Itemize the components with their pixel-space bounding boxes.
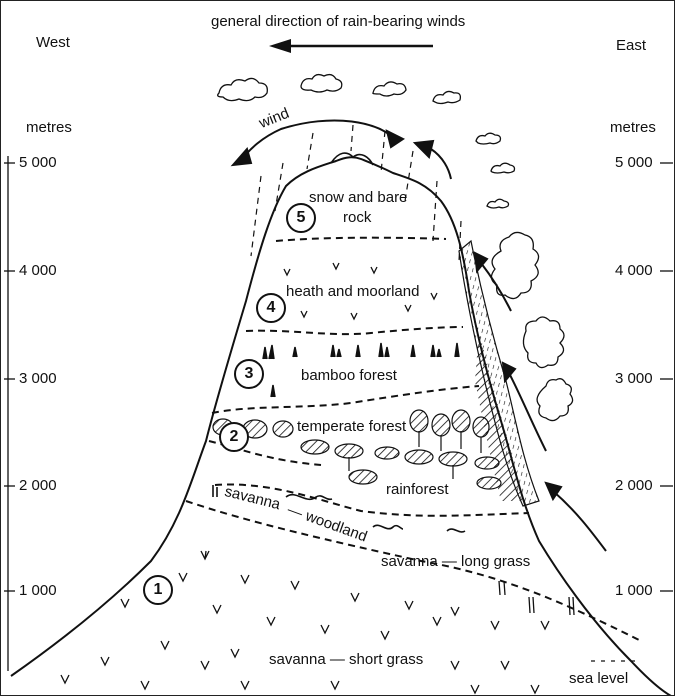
left-tick-3000: 3 000 bbox=[19, 370, 57, 387]
savanna-short-grass-label: savanna — short grass bbox=[269, 651, 423, 668]
savanna-long-grass-label: savanna — long grass bbox=[381, 553, 530, 570]
zone-2-marker: 2 bbox=[219, 422, 249, 452]
left-axis bbox=[4, 156, 15, 671]
right-tick-5000: 5 000 bbox=[615, 154, 653, 171]
rain-wind-arrow bbox=[269, 39, 433, 53]
sea-level-label: sea level bbox=[569, 670, 628, 687]
zone-4-label: heath and moorland bbox=[286, 283, 419, 300]
right-axis-unit: metres bbox=[610, 119, 656, 136]
zone-5-label-line1: snow and bare bbox=[309, 189, 407, 206]
left-tick-4000: 4 000 bbox=[19, 262, 57, 279]
zone-2-label: temperate forest bbox=[297, 418, 406, 435]
left-axis-unit: metres bbox=[26, 119, 72, 136]
left-tick-1000: 1 000 bbox=[19, 582, 57, 599]
summit bbox=[331, 153, 373, 165]
zone-5-marker: 5 bbox=[286, 203, 316, 233]
zone-3-label: bamboo forest bbox=[301, 367, 397, 384]
zone-1-marker: 1 bbox=[143, 575, 173, 605]
right-tick-3000: 3 000 bbox=[615, 370, 653, 387]
right-tick-1000: 1 000 bbox=[615, 582, 653, 599]
west-label: West bbox=[36, 34, 70, 51]
right-axis bbox=[660, 163, 673, 591]
zone-3-marker: 3 bbox=[234, 359, 264, 389]
left-tick-2000: 2 000 bbox=[19, 477, 57, 494]
zone-4-marker: 4 bbox=[256, 293, 286, 323]
left-tick-5000: 5 000 bbox=[19, 154, 57, 171]
east-label: East bbox=[616, 37, 646, 54]
title: general direction of rain-bearing winds bbox=[211, 13, 465, 30]
rainforest-label: rainforest bbox=[386, 481, 449, 498]
right-tick-2000: 2 000 bbox=[615, 477, 653, 494]
right-tick-4000: 4 000 bbox=[615, 262, 653, 279]
zone-5-label-line2: rock bbox=[343, 209, 371, 226]
